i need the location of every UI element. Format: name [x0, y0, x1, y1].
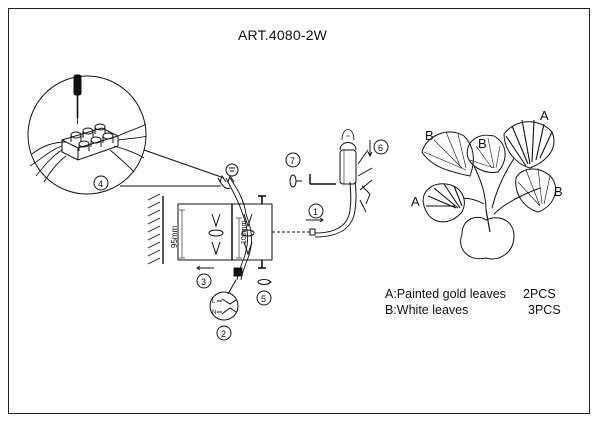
white-leaf-top-center — [466, 134, 506, 173]
terminal-block-icon — [61, 123, 119, 161]
step-7-label: 7 — [290, 156, 295, 166]
sheet-border — [8, 8, 590, 414]
article-title: ART.4080-2W — [238, 27, 328, 43]
gold-leaf-left — [422, 183, 465, 223]
legend-qty-white: 3PCS — [528, 303, 561, 317]
leaf-marker-a-left: A — [411, 194, 420, 209]
wire-bundle — [29, 123, 147, 183]
wiring-detail-callout: 4 — [27, 74, 225, 195]
mounting-bracket — [177, 195, 273, 269]
supply-wires — [225, 177, 253, 281]
wall-section — [147, 193, 164, 265]
legend-qty-gold: 2PCS — [523, 287, 556, 301]
leaf-marker-a-top: A — [540, 108, 549, 123]
wire-label-live: L — [212, 299, 216, 305]
connector-detail: L N 2 — [209, 279, 239, 341]
step-4-label: 4 — [98, 179, 103, 189]
ground-symbol-icon — [217, 163, 239, 189]
white-leaf-right — [515, 167, 556, 213]
lamp-arm — [314, 129, 373, 238]
leaf-marker-b-center: B — [478, 136, 487, 151]
step-5-label: 5 — [261, 294, 266, 304]
white-leaf-left-top — [421, 131, 474, 177]
arm-connection: 1 — [272, 203, 324, 236]
depth-dimension-label: 100mm — [241, 220, 248, 244]
step-3-label: 3 — [201, 277, 206, 287]
screwdriver-icon — [73, 74, 82, 124]
step-7-marker: 7 — [285, 152, 336, 188]
height-dimension-label: 95mm — [170, 225, 179, 248]
wire-label-neutral: N — [212, 310, 216, 316]
step-3-marker: 3 — [196, 265, 214, 289]
step-6-marker: 6 — [367, 139, 389, 158]
legend-label-white: B:White leaves — [385, 303, 469, 317]
legend-row-gold: A:Painted gold leaves — [385, 287, 506, 301]
step-1-label: 1 — [313, 207, 318, 217]
leaf-marker-b-right: B — [554, 184, 563, 199]
legend-label-gold: A:Painted gold leaves — [385, 287, 506, 301]
legend-row-white: B:White leaves — [385, 303, 468, 317]
gold-leaf-top-right — [503, 119, 555, 169]
step-6-label: 6 — [378, 143, 383, 153]
leaf-marker-b-left: B — [425, 128, 434, 143]
step-2-label: 2 — [221, 329, 226, 339]
step-5-marker: 5 — [256, 279, 272, 306]
